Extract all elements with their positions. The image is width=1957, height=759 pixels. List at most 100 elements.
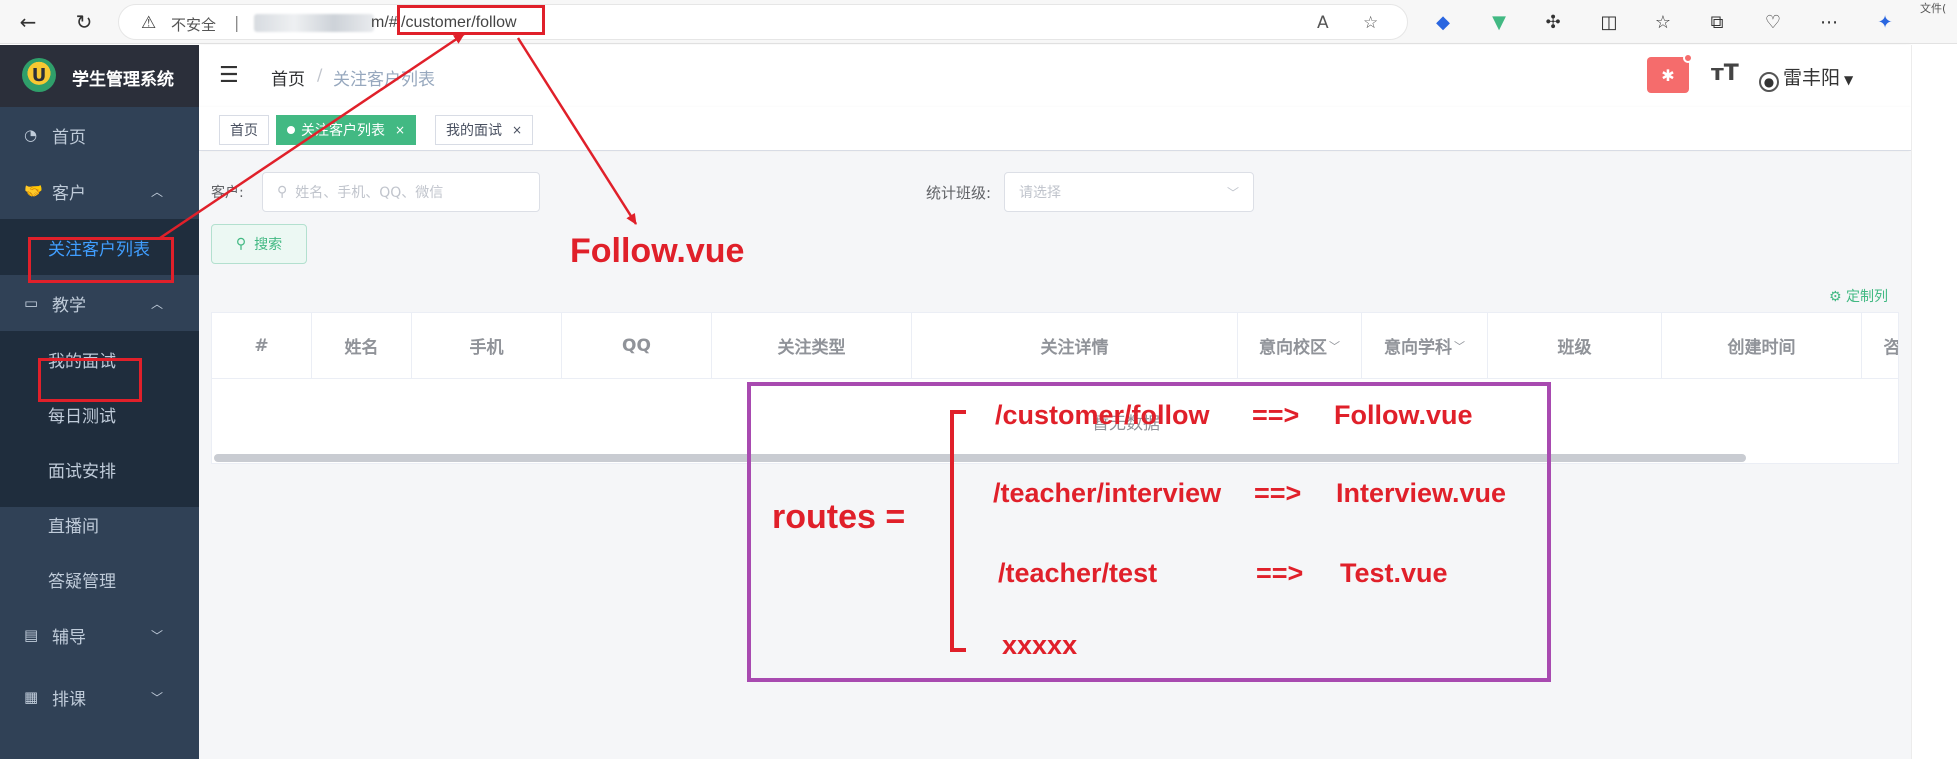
document-icon: ▤ — [24, 626, 39, 644]
chevron-up-icon: ︿ — [150, 296, 163, 311]
refresh-icon[interactable]: ↻ — [75, 10, 93, 34]
menu-item-daily-test[interactable]: 每日测试 — [0, 386, 199, 442]
menu-label: 答疑管理 — [48, 571, 116, 592]
route-arrow: ==> — [1254, 478, 1302, 508]
menu-item-scheduling[interactable]: ▦ 排课 ﹀ — [0, 669, 199, 725]
caret-down-icon: ▼ — [1844, 73, 1854, 87]
class-select[interactable]: 请选择 ﹀ — [1004, 172, 1254, 212]
table-header-subject[interactable]: 意向学科﹀ — [1362, 313, 1488, 379]
route-path: /teacher/test — [998, 558, 1158, 588]
menu-label: 关注客户列表 — [48, 239, 150, 260]
user-menu[interactable]: ●雷丰阳▼ — [1759, 63, 1853, 92]
route-component: Follow.vue — [1334, 400, 1473, 430]
breadcrumb-home[interactable]: 首页 — [271, 70, 305, 90]
extensions-icon[interactable]: ✣ — [1545, 11, 1561, 33]
hamburger-icon[interactable]: ☰ — [219, 63, 239, 88]
input-placeholder: 姓名、手机、QQ、微信 — [295, 185, 444, 201]
customer-label: 客户: — [211, 185, 244, 201]
menu-label: 教学 — [52, 295, 86, 316]
table-empty-text: 暂无数据 — [1092, 414, 1160, 434]
table-header-campus[interactable]: 意向校区﹀ — [1238, 313, 1362, 379]
warning-icon: ⚠ — [141, 13, 157, 33]
tags-view: 首页 关注客户列表 × 我的面试 × — [199, 107, 1911, 151]
menu-item-teaching[interactable]: ▭ 教学 ︿ — [0, 275, 199, 331]
calendar-icon: ▦ — [24, 688, 39, 706]
menu-label: 辅导 — [52, 627, 86, 648]
dashboard-icon: ◔ — [24, 126, 38, 144]
custom-columns-link[interactable]: ⚙ 定制列 — [1829, 286, 1888, 306]
menu-label: 首页 — [52, 127, 86, 148]
address-bar[interactable]: ⚠ 不安全 | m/# /customer/follow A ☆ — [118, 4, 1408, 40]
header-label: 意向校区 — [1259, 338, 1327, 358]
table-header-created: 创建时间 — [1662, 313, 1862, 379]
app-logo: U — [22, 58, 56, 92]
split-screen-icon[interactable]: ◫ — [1600, 11, 1618, 33]
tag-my-interview[interactable]: 我的面试 × — [435, 115, 534, 145]
menu-item-customer[interactable]: 🤝 客户 ︿ — [0, 163, 199, 219]
tag-label: 我的面试 — [446, 123, 502, 139]
chevron-down-icon: ﹀ — [150, 690, 163, 705]
horizontal-scrollbar[interactable] — [214, 454, 1746, 462]
menu-item-qa-manage[interactable]: 答疑管理 — [0, 551, 199, 607]
search-button[interactable]: ⚲ 搜索 — [211, 224, 307, 264]
menu-item-live-room[interactable]: 直播间 — [0, 496, 199, 552]
routes-annotation-box — [747, 382, 1551, 682]
bug-icon[interactable]: ✱ — [1647, 57, 1689, 93]
top-navbar: ☰ 首页 / 关注客户列表 ✱ тT ●雷丰阳▼ — [199, 45, 1911, 107]
menu-label: 直播间 — [48, 516, 99, 537]
table-header-class: 班级 — [1488, 313, 1662, 379]
menu-item-tutoring[interactable]: ▤ 辅导 ﹀ — [0, 607, 199, 663]
menu-item-follow-list[interactable]: 关注客户列表 — [0, 219, 199, 275]
translate-icon[interactable]: ◆ — [1436, 11, 1450, 33]
more-icon[interactable]: ⋯ — [1820, 11, 1838, 33]
favorites-icon[interactable]: ☆ — [1654, 11, 1672, 33]
menu-item-my-interview[interactable]: 我的面试 — [0, 331, 199, 387]
table-header-name: 姓名 — [312, 313, 412, 379]
table-header-qq: QQ — [562, 313, 712, 379]
table-header-follow-type: 关注类型 — [712, 313, 912, 379]
handshake-icon: 🤝 — [24, 182, 43, 200]
user-avatar-icon: ● — [1759, 72, 1779, 92]
my-interview-highlight-box — [38, 358, 142, 402]
back-icon[interactable]: ← — [19, 10, 37, 34]
close-icon[interactable]: × — [395, 123, 406, 137]
menu-label: 我的面试 — [48, 351, 116, 372]
user-name: 雷丰阳 — [1783, 67, 1841, 89]
route-component: Test.vue — [1340, 558, 1448, 588]
browser-essentials-icon[interactable]: ♡ — [1764, 11, 1782, 33]
browser-toolbar: ← ↻ ⚠ 不安全 | m/# /customer/follow A ☆ ◆ ▼… — [0, 0, 1957, 44]
app-title: 学生管理系统 — [72, 70, 174, 90]
route-path: /teacher/interview — [993, 478, 1222, 508]
follow-list-highlight-box — [28, 237, 174, 283]
select-placeholder: 请选择 — [1019, 185, 1061, 201]
close-icon[interactable]: × — [512, 123, 523, 137]
chevron-up-icon: ︿ — [150, 184, 163, 199]
active-dot-icon — [287, 126, 295, 134]
menu-item-interview-schedule[interactable]: 面试安排 — [0, 441, 199, 497]
vue-devtools-icon[interactable]: ▼ — [1492, 11, 1506, 33]
customer-search-input[interactable]: ⚲ 姓名、手机、QQ、微信 — [262, 172, 540, 212]
customer-table: # 姓名 手机 QQ 关注类型 关注详情 意向校区﹀ 意向学科﹀ 班级 创建时间… — [211, 312, 1899, 464]
tag-label: 首页 — [230, 123, 258, 139]
gear-icon: ⚙ — [1829, 289, 1842, 305]
menu-label: 每日测试 — [48, 406, 116, 427]
favorite-star-icon[interactable]: ☆ — [1363, 13, 1379, 33]
host-tail: m/# — [371, 14, 398, 31]
class-label: 统计班级: — [926, 184, 992, 202]
url-path: /customer/follow — [401, 14, 517, 31]
font-size-icon[interactable]: тT — [1711, 61, 1739, 86]
route-path: /customer/follow — [995, 400, 1210, 430]
chevron-down-icon: ﹀ — [150, 628, 163, 643]
read-aloud-icon[interactable]: A — [1317, 13, 1329, 33]
tag-home[interactable]: 首页 — [219, 115, 269, 145]
tag-follow-list[interactable]: 关注客户列表 × — [276, 115, 417, 145]
url-highlight-box — [397, 5, 545, 35]
collections-icon[interactable]: ⧉ — [1710, 11, 1724, 33]
button-label: 搜索 — [254, 237, 283, 253]
table-header-consult: 咨 — [1862, 313, 1898, 379]
table-header-index: # — [212, 313, 312, 379]
breadcrumb-separator: / — [317, 65, 323, 84]
link-label: 定制列 — [1846, 289, 1889, 305]
copilot-icon[interactable]: ✦ — [1877, 11, 1893, 33]
menu-item-home[interactable]: ◔ 首页 — [0, 107, 199, 163]
